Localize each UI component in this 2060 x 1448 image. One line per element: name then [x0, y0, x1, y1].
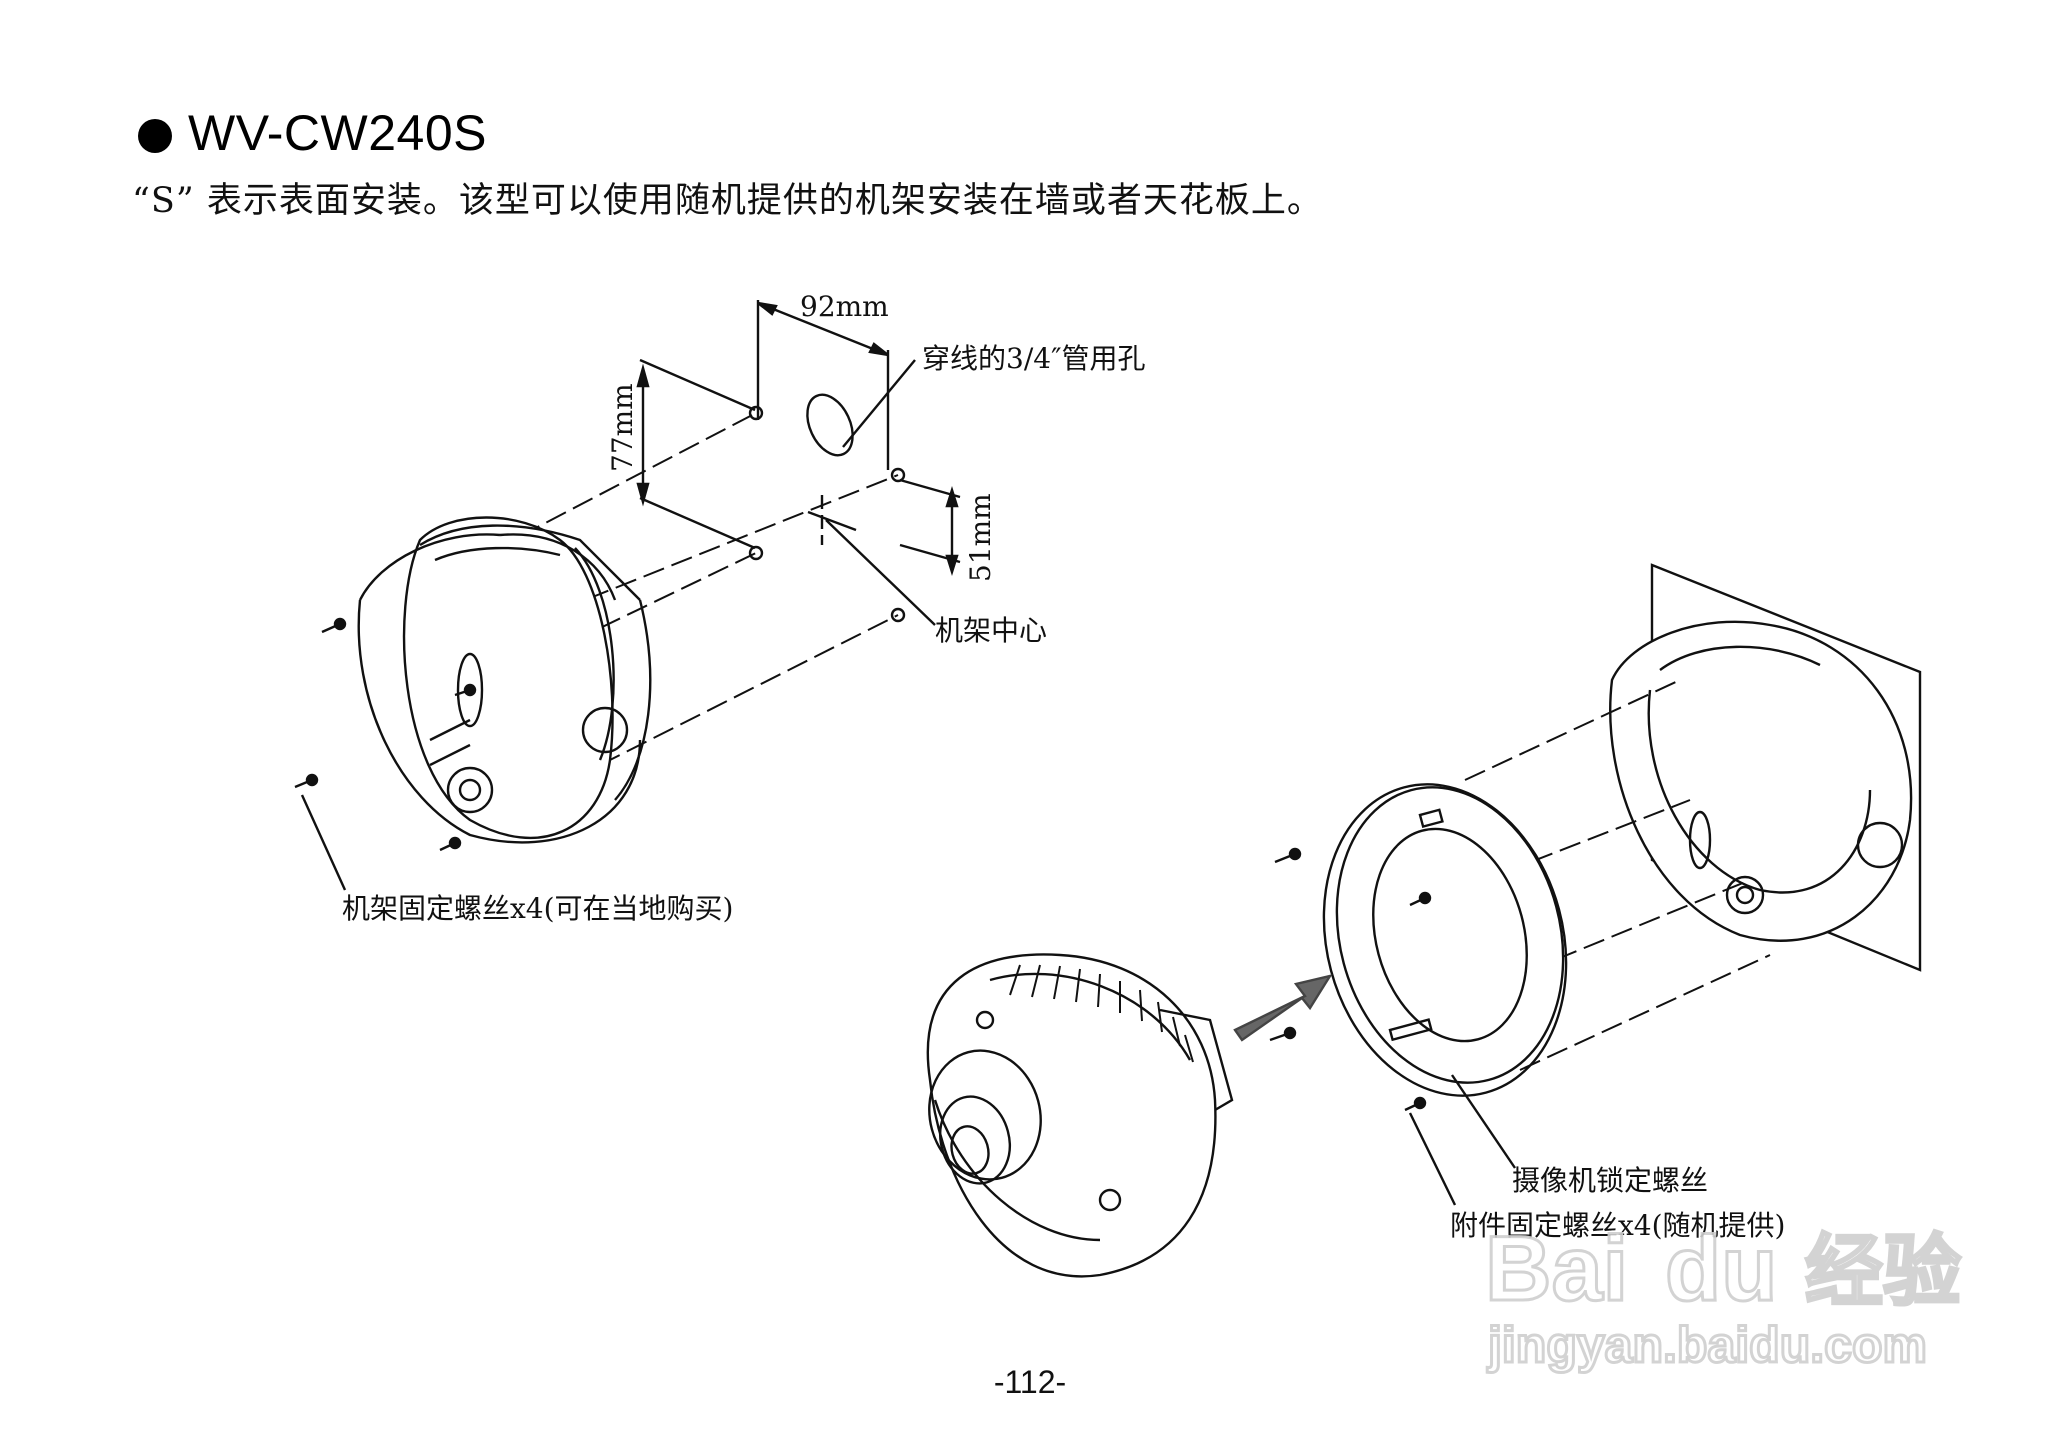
- direction-arrow: [1233, 974, 1333, 1042]
- attachment-plate: [1322, 783, 1568, 1097]
- attachment-screws: [1269, 847, 1516, 1206]
- bullet-icon: [138, 119, 172, 153]
- page-number: -112-: [993, 1364, 1067, 1400]
- watermark-brand: Bai: [1485, 1218, 1628, 1320]
- dim-height-label: 77mm: [606, 383, 639, 472]
- camera-dome: [926, 953, 1234, 1278]
- dim-offset-label: 51mm: [964, 493, 997, 582]
- watermark-cn: 经验: [1805, 1227, 1961, 1315]
- mounting-description: “S” 表示表面安装。该型可以使用随机提供的机架安装在墙或者天花板上。: [132, 181, 1323, 221]
- diagram-labels: 92mm 77mm 51mm 穿线的3/4″管用孔 机架中心 机架固定螺丝x4(…: [342, 290, 1785, 1242]
- dim-width-label: 92mm: [800, 290, 889, 323]
- watermark: Bai du 经验 jingyan.baidu.com: [1484, 1217, 1963, 1375]
- ceiling-plate: [1609, 563, 1922, 972]
- attachment-screws-label: 附件固定螺丝x4(随机提供): [1450, 1209, 1785, 1242]
- bracket-screws-label: 机架固定螺丝x4(可在当地购买): [342, 892, 733, 925]
- watermark-url: jingyan.baidu.com: [1487, 1317, 1927, 1373]
- conduit-hole-label: 穿线的3/4″管用孔: [922, 342, 1146, 375]
- bracket-center-label: 机架中心: [935, 614, 1047, 647]
- mounting-hole-pattern: [636, 300, 961, 626]
- wall-bracket-left: [357, 516, 652, 844]
- bracket-fixing-screws: [294, 617, 477, 891]
- model-heading: WV-CW240S: [138, 104, 487, 162]
- watermark-brand2: du: [1665, 1218, 1777, 1320]
- camera-lock-screw-label: 摄像机锁定螺丝: [1512, 1164, 1708, 1197]
- model-title: WV-CW240S: [188, 105, 488, 161]
